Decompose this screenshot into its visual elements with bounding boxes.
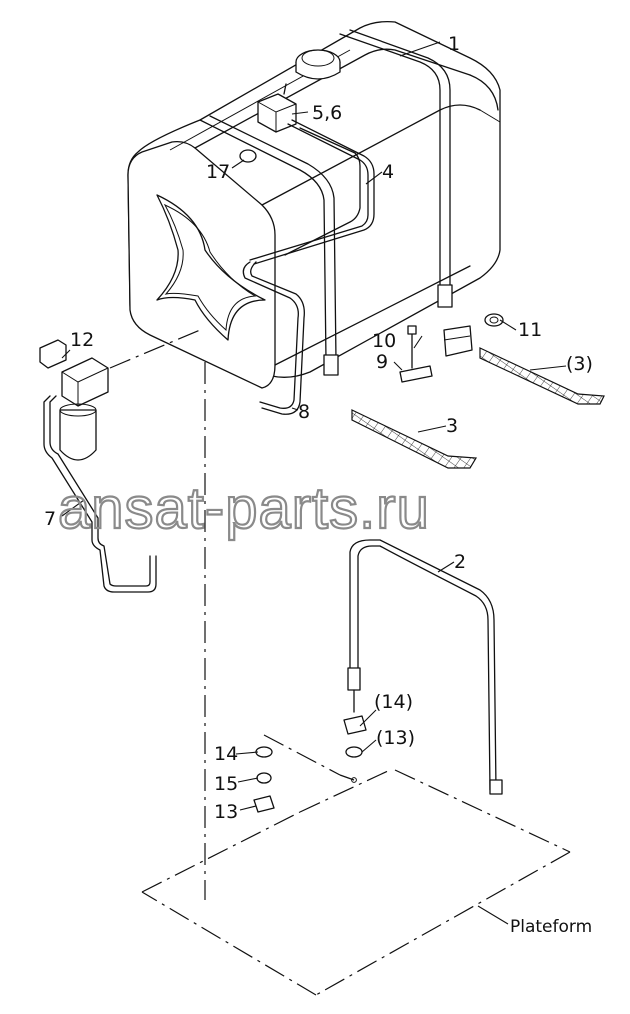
- part-label-5-6: 5,6: [312, 102, 342, 124]
- part-label-13-ref: (13): [376, 727, 415, 749]
- platform-outline: [109, 329, 571, 996]
- part-label-3-ref: (3): [566, 353, 593, 375]
- part-label-4: 4: [382, 161, 394, 183]
- part-label-13: 13: [214, 801, 238, 823]
- part-label-1: 1: [448, 33, 460, 55]
- watermark-text: ansat-parts.ru: [58, 476, 430, 541]
- part-label-15: 15: [214, 773, 238, 795]
- part-label-3: 3: [446, 415, 458, 437]
- part-label-12: 12: [70, 329, 94, 351]
- platform-label: Plateform: [510, 917, 592, 937]
- part-label-9: 9: [376, 351, 388, 373]
- fuel-filter-assembly: [39, 339, 157, 593]
- part-label-14-ref: (14): [374, 691, 413, 713]
- part-label-2: 2: [454, 551, 466, 573]
- mounting-strap: [253, 539, 503, 813]
- part-label-8: 8: [298, 401, 310, 423]
- part-label-17: 17: [206, 161, 230, 183]
- part-label-11: 11: [518, 319, 542, 341]
- fuel-tank: [127, 20, 501, 415]
- part-label-7: 7: [44, 508, 56, 530]
- bracket-parts: [351, 313, 605, 469]
- part-label-14: 14: [214, 743, 238, 765]
- part-labels: 1 5,6 4 17 8 10 9 11 (3) 3 2 12 7 (14) (…: [44, 33, 593, 937]
- part-label-10: 10: [372, 330, 396, 352]
- leader-lines: [61, 41, 567, 925]
